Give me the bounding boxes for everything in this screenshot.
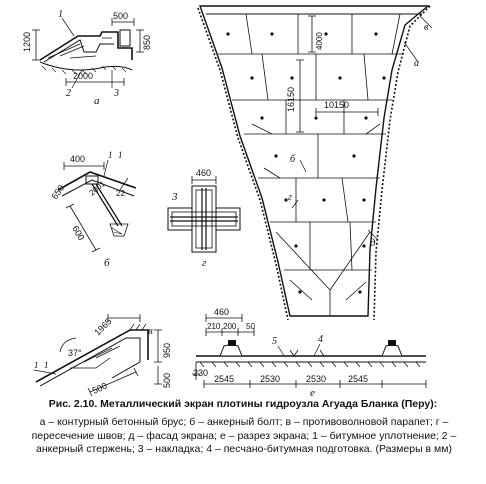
detail-d-dim-10150: 10150 xyxy=(324,100,349,110)
detail-d-dim-4000: 4000 xyxy=(315,32,324,50)
detail-d-callout-v: в xyxy=(424,22,429,33)
detail-g-label: г xyxy=(202,257,207,269)
figure-legend: а – контурный бетонный брус; б – анкерны… xyxy=(31,416,457,455)
detail-v-dim-1965: 1965 xyxy=(92,316,113,337)
detail-g-joint-crossing xyxy=(167,176,241,253)
detail-a-dim-500: 500 xyxy=(113,11,128,21)
detail-e-dim-2530-a: 2530 xyxy=(260,374,280,384)
detail-a-concrete-beam xyxy=(32,17,144,89)
detail-b-callout-1b: 1 xyxy=(118,150,123,160)
detail-v-callout-1a: 1 xyxy=(34,360,39,370)
detail-b-dim-22: 22 xyxy=(116,189,125,198)
detail-d-label: д xyxy=(370,237,376,249)
detail-g-dim-460: 460 xyxy=(196,168,211,178)
detail-e-dim-210: 210 xyxy=(207,322,221,331)
detail-v-dim-angle: 37° xyxy=(68,348,82,358)
detail-e-dim-460: 460 xyxy=(214,307,229,317)
detail-v-wave-parapet xyxy=(33,314,162,397)
detail-v-label: в xyxy=(148,325,153,337)
detail-e-dim-200: 200 xyxy=(223,322,237,331)
detail-a-callout-3: 3 xyxy=(113,88,119,99)
detail-a-callout-2: 2 xyxy=(66,88,71,99)
detail-d-screen-facade xyxy=(197,5,433,321)
detail-b-label: б xyxy=(104,257,110,269)
detail-b-anchor-bolt xyxy=(57,159,137,253)
detail-b-dim-600: 600 xyxy=(70,224,86,242)
detail-e-dim-50: 50 xyxy=(246,322,255,331)
detail-e-callout-5: 5 xyxy=(272,336,277,347)
detail-b-dim-650: 650 xyxy=(49,183,66,201)
detail-e-dim-230: 230 xyxy=(193,368,208,378)
detail-b-dim-400: 400 xyxy=(70,154,85,164)
detail-e-callout-4: 4 xyxy=(318,334,323,345)
detail-e-screen-section xyxy=(192,314,427,388)
detail-g-callout-3: 3 xyxy=(171,191,178,203)
detail-e-label: е xyxy=(310,387,315,399)
detail-v-dim-500: 500 xyxy=(91,381,109,396)
detail-b-callout-1a: 1 xyxy=(108,150,113,160)
detail-a-dim-2000: 2000 xyxy=(73,71,93,81)
detail-a-dim-1200: 1200 xyxy=(22,32,32,52)
detail-a-label: а xyxy=(94,95,100,107)
detail-e-dim-2545-right: 2545 xyxy=(348,374,368,384)
detail-a-callout-1: 1 xyxy=(58,9,63,20)
detail-b-dim-2001: 2001 xyxy=(88,179,108,198)
detail-e-dim-2530-b: 2530 xyxy=(306,374,326,384)
detail-d-callout-g: г xyxy=(288,192,292,203)
detail-d-callout-b: б xyxy=(290,154,296,165)
detail-v-dim-500-vertical: 500 xyxy=(162,373,172,388)
detail-v-callout-1b: 1 xyxy=(44,360,49,370)
detail-v-dim-950: 950 xyxy=(162,343,172,358)
detail-d-dim-16150: 16150 xyxy=(286,87,296,112)
detail-a-dim-850: 850 xyxy=(142,35,152,50)
figure-caption: Рис. 2.10. Металлический экран плотины г… xyxy=(48,398,438,410)
detail-e-dim-2545-left: 2545 xyxy=(214,374,234,384)
detail-d-callout-a: а xyxy=(414,58,419,69)
